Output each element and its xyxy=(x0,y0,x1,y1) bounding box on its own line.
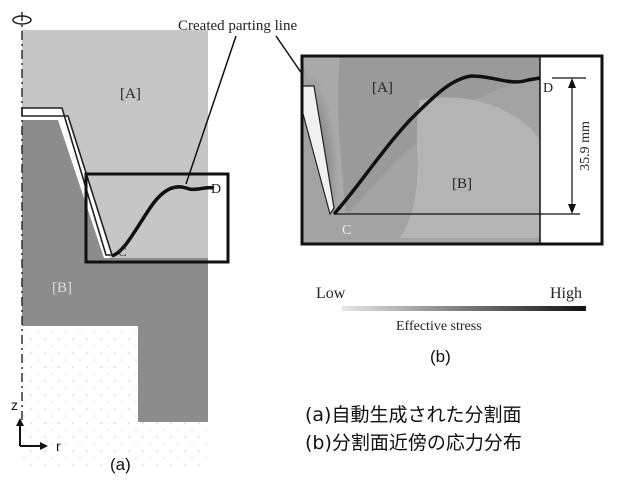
panel-a-caption: (a) xyxy=(110,455,131,474)
axis-z-label: z xyxy=(11,397,18,413)
dim-arrow-up-icon xyxy=(568,78,576,88)
region-a-label-b: [A] xyxy=(372,80,393,96)
colorbar-gradient xyxy=(342,306,586,311)
note-a: (a)自動生成された分割面 xyxy=(305,404,522,426)
region-a-label: [A] xyxy=(120,86,141,102)
point-c-label-b: C xyxy=(342,223,351,238)
z-arrow-icon xyxy=(16,418,24,426)
panel-b-caption: (b) xyxy=(430,347,451,366)
panel-b: 35.9 mm [A] [B] C D xyxy=(300,54,604,246)
colorbar: Low High Effective stress xyxy=(316,285,586,334)
colorbar-title: Effective stress xyxy=(396,319,482,334)
parting-line-a xyxy=(111,185,215,258)
region-b-label-b: [B] xyxy=(452,176,472,192)
panel-a: [A] [B] C D z r (a) xyxy=(11,12,230,474)
dim-arrow-down-icon xyxy=(568,204,576,214)
colorbar-high-label: High xyxy=(550,285,582,302)
axis-r-label: r xyxy=(56,438,61,454)
note-b: (b)分割面近傍の応力分布 xyxy=(305,432,522,454)
point-d-label-a: D xyxy=(211,182,221,197)
parting-line-b xyxy=(332,74,541,216)
region-a-shape xyxy=(22,30,208,258)
callout-line-a xyxy=(185,35,237,185)
dimension-label: 35.9 mm xyxy=(578,121,593,171)
zoom-box xyxy=(84,172,230,264)
point-d-label-b: D xyxy=(543,81,553,96)
panel-b-frame xyxy=(300,54,604,246)
rotation-icon xyxy=(12,15,32,25)
stress-region-b xyxy=(400,97,540,238)
point-c-label-a: C xyxy=(118,244,127,259)
region-b-shape xyxy=(22,120,208,422)
callout-label: Created parting line xyxy=(178,18,297,34)
colorbar-low-label: Low xyxy=(316,285,346,302)
r-arrow-icon xyxy=(40,442,48,450)
region-b-label: [B] xyxy=(52,280,72,296)
